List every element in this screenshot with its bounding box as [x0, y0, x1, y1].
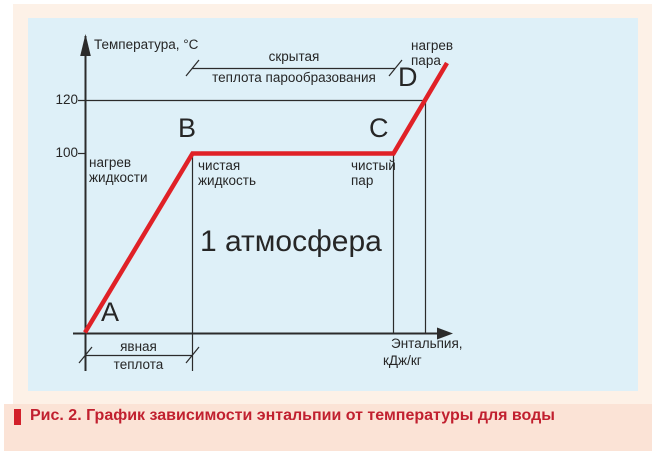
label-heating-liquid: нагрев жидкости — [89, 155, 148, 185]
label-pure-liquid-line1: чистая — [198, 158, 241, 173]
label-steam-heating-line1: нагрев — [411, 38, 454, 53]
label-heating-liquid-line2: жидкости — [89, 169, 148, 185]
temperature-enthalpy-curve — [83, 61, 449, 334]
label-latent-heat-line2: теплота парообразования — [212, 70, 376, 85]
chart-panel — [28, 18, 638, 391]
label-latent-heat-line1: скрытая — [268, 49, 320, 64]
point-label-d: D — [398, 62, 418, 92]
latent-dim-tick-left — [185, 59, 200, 77]
label-pure-liquid-line2: жидкость — [198, 172, 256, 188]
sensible-dim-tick-left — [78, 346, 93, 364]
label-steam-heating: нагрев пара — [411, 38, 454, 68]
label-pure-steam-line2: пар — [351, 172, 374, 188]
x-axis-title-line1: Энтальпия, — [391, 336, 463, 351]
label-pure-liquid: чистая жидкость — [198, 158, 256, 188]
label-sensible-heat-line1: явная — [120, 339, 157, 354]
y-axis-title: Температура, °С — [94, 37, 199, 52]
point-label-b: B — [178, 113, 197, 143]
caption-bullet-icon — [14, 409, 21, 425]
label-sensible-heat-line2: теплота — [113, 357, 164, 372]
y-tick-label-120: 120 — [55, 92, 78, 107]
label-steam-heating-line2: пара — [411, 52, 441, 68]
x-axis-title-line2: кДж/кг — [383, 353, 422, 368]
figure-caption: Рис. 2. График зависимости энтальпии от … — [30, 407, 555, 424]
sensible-dim-tick-right — [185, 346, 200, 364]
label-pure-steam: чистый пар — [351, 158, 396, 188]
label-pure-steam-line1: чистый — [351, 158, 396, 173]
y-tick-label-100: 100 — [55, 145, 78, 160]
label-1-atmosphere: 1 атмосфера — [200, 225, 382, 258]
label-heating-liquid-line1: нагрев — [89, 155, 132, 170]
point-label-a: A — [101, 297, 120, 327]
point-label-c: C — [369, 113, 389, 143]
latent-dim-tick-right — [388, 59, 403, 77]
y-axis-arrow-icon — [80, 34, 91, 56]
caption-band — [4, 404, 652, 451]
x-axis-arrow-icon — [437, 327, 453, 340]
